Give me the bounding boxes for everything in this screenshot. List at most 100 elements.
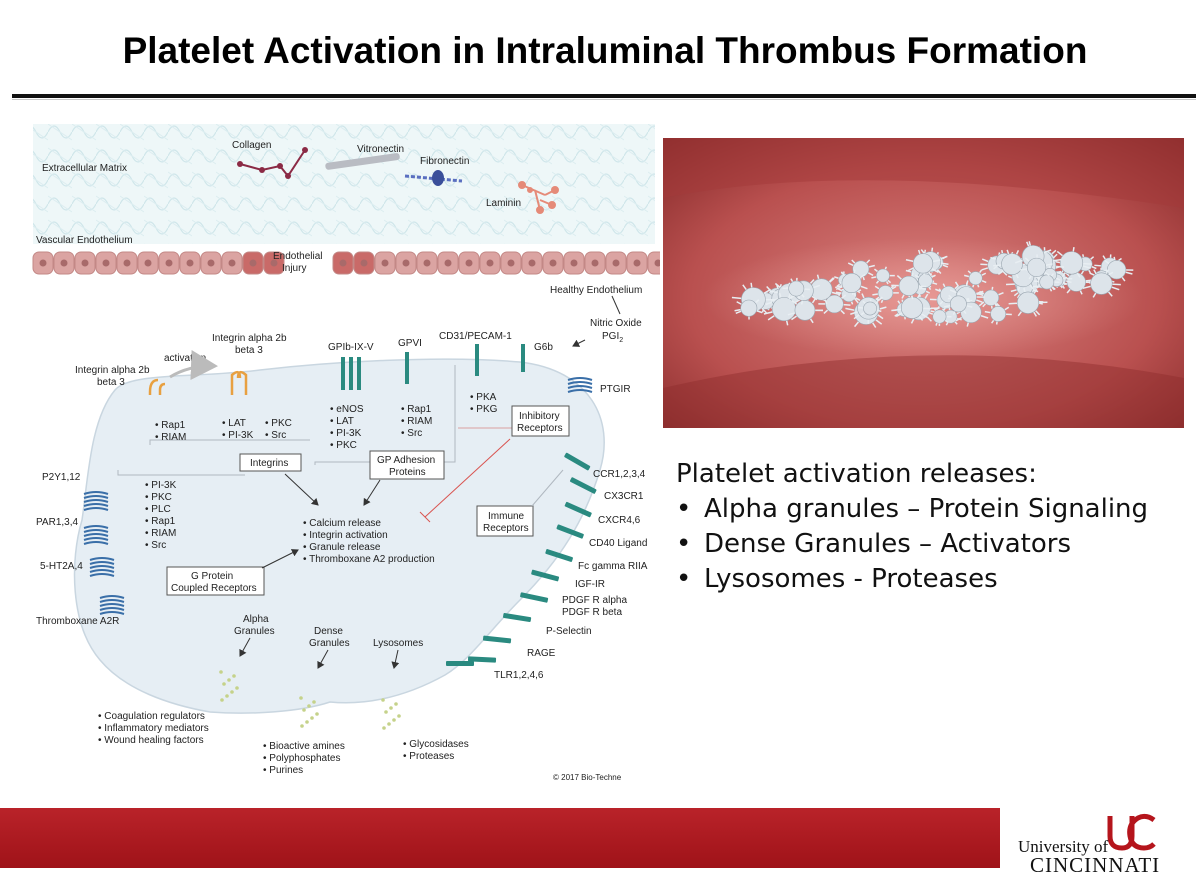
gpvi-signal-1: • Rap1 <box>401 404 432 415</box>
alpha-content-2: • Inflammatory mediators <box>98 723 209 734</box>
gpvi-label: GPVI <box>398 338 422 349</box>
gpib-receptor-icon <box>341 357 361 390</box>
immune-receptor-1: CCR1,2,3,4 <box>593 469 646 480</box>
cell-nucleus <box>529 260 536 267</box>
center-effect-4: • Thromboxane A2 production <box>303 554 435 565</box>
immune-receptor-icon <box>483 636 511 644</box>
gpcr-signal-4: • Rap1 <box>145 516 176 527</box>
cell-nucleus <box>613 260 620 267</box>
immune-box-label-1: Immune <box>488 511 525 522</box>
granule-dot <box>305 720 309 724</box>
cell-nucleus <box>103 260 110 267</box>
alpha-content-1: • Coagulation regulators <box>98 711 205 722</box>
integrin-inactive-label-2: beta 3 <box>97 377 125 388</box>
gpvi-receptor-icon <box>405 352 409 384</box>
cell-nucleus <box>445 260 452 267</box>
immune-receptor-icon <box>520 592 548 603</box>
g6b-receptor-icon <box>521 344 525 372</box>
integrin-inactive-signal-2: • RIAM <box>155 432 186 443</box>
gpib-signal-2: • LAT <box>330 416 354 427</box>
alpha-granules-label-1: Alpha <box>243 614 269 625</box>
inhibitory-box-label-2: Receptors <box>517 423 563 434</box>
gpib-label: GPIb-IX-V <box>328 342 374 353</box>
cell-nucleus <box>166 260 173 267</box>
g6b-label: G6b <box>534 342 553 353</box>
granule-dot <box>302 708 306 712</box>
gpcr-box-label-2: Coupled Receptors <box>171 583 257 594</box>
dense-granules-label-2: Granules <box>309 638 350 649</box>
gpcr-signal-2: • PKC <box>145 492 172 503</box>
gpcr-signal-6: • Src <box>145 540 166 551</box>
immune-receptor-icon <box>446 661 474 666</box>
pgi2-label: PGI2 <box>602 331 623 344</box>
granule-dot <box>222 682 226 686</box>
cell-nucleus <box>424 260 431 267</box>
granule-dot <box>299 696 303 700</box>
platelet-aggregate-illustration <box>663 138 1184 428</box>
dense-content-1: • Bioactive amines <box>263 741 345 752</box>
granule-dot <box>220 698 224 702</box>
gpvi-signal-2: • RIAM <box>401 416 432 427</box>
immune-receptor-11: TLR1,2,4,6 <box>494 670 544 681</box>
gpcr-label-par: PAR1,3,4 <box>36 517 78 528</box>
cell-nucleus <box>571 260 578 267</box>
cell-nucleus <box>466 260 473 267</box>
cell-nucleus <box>550 260 557 267</box>
gp-adhesion-box-label-1: GP Adhesion <box>377 455 435 466</box>
gpvi-signal-3: • Src <box>401 428 422 439</box>
integrin-active-signal-1: • LAT <box>222 418 246 429</box>
collagen-label: Collagen <box>232 140 271 151</box>
immune-receptor-10: RAGE <box>527 648 556 659</box>
granule-dot <box>227 678 231 682</box>
cincinnati-text: CINCINNATI <box>1030 853 1160 878</box>
gpcr-label-5ht: 5-HT2A,4 <box>40 561 83 572</box>
lysosome-content-2: • Proteases <box>403 751 454 762</box>
no-pointer-line <box>612 296 620 314</box>
cd31-signal-2: • PKG <box>470 404 498 415</box>
ecm-label: Extracellular Matrix <box>42 163 127 174</box>
integrin-active-signal-2: • PI-3K <box>222 430 254 441</box>
vascular-endothelium-label: Vascular Endothelium <box>36 235 133 246</box>
uc-logo-icon <box>1102 812 1158 852</box>
cell-nucleus <box>208 260 215 267</box>
cell-nucleus <box>592 260 599 267</box>
immune-box-label-2: Receptors <box>483 523 529 534</box>
granule-dot <box>310 716 314 720</box>
no-to-g6b-arrow <box>573 340 585 346</box>
granule-dot <box>225 694 229 698</box>
platelet-activation-diagram: Extracellular Matrix Collagen Vitronecti… <box>0 0 660 800</box>
immune-receptor-6: IGF-IR <box>575 579 605 590</box>
healthy-endothelium-label: Healthy Endothelium <box>550 285 642 296</box>
gpcr-label-p2y: P2Y1,12 <box>42 472 81 483</box>
cell-nucleus <box>508 260 515 267</box>
activation-label: activation <box>164 353 206 364</box>
granule-dot <box>394 702 398 706</box>
granule-dot <box>307 704 311 708</box>
immune-receptor-5: Fc gamma RIIA <box>578 561 648 572</box>
immune-receptor-4: CD40 Ligand <box>589 538 647 549</box>
granule-dot <box>315 712 319 716</box>
immune-receptor-icon <box>503 613 531 622</box>
bullet-item-text: Dense Granules – Activators <box>704 529 1071 559</box>
lysosome-content-1: • Glycosidases <box>403 739 469 750</box>
dense-content-2: • Polyphosphates <box>263 753 340 764</box>
integrin-active-signal-4: • Src <box>265 430 286 441</box>
nitric-oxide-label: Nitric Oxide <box>590 318 642 329</box>
cell-nucleus <box>82 260 89 267</box>
ptgir-label: PTGIR <box>600 384 631 395</box>
immune-receptor-3: CXCR4,6 <box>598 515 641 526</box>
integrin-active-label-1: Integrin alpha 2b <box>212 333 287 344</box>
integrin-inactive-label-1: Integrin alpha 2b <box>75 365 150 376</box>
fibronectin-label: Fibronectin <box>420 156 469 167</box>
immune-receptor-9: P-Selectin <box>546 626 592 637</box>
bullet-item-text: Lysosomes - Proteases <box>704 564 998 594</box>
center-effect-2: • Integrin activation <box>303 530 388 541</box>
dense-granules-label-1: Dense <box>314 626 343 637</box>
vitronectin-label: Vitronectin <box>357 144 404 155</box>
bullet-list: •Alpha granules – Protein Signaling •Den… <box>676 492 1148 597</box>
integrin-active-signal-3: • PKC <box>265 418 292 429</box>
bullet-item-text: Alpha granules – Protein Signaling <box>704 494 1148 524</box>
granule-dot <box>381 698 385 702</box>
bullets-heading: Platelet activation releases: <box>676 456 1148 492</box>
integrin-inactive-signal-1: • Rap1 <box>155 420 186 431</box>
